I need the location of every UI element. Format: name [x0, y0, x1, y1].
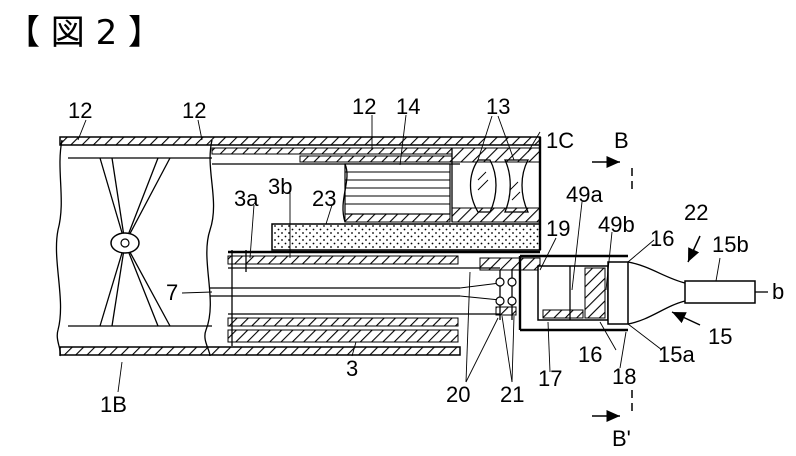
label-7: 7 [166, 280, 178, 305]
label-b: b [772, 279, 784, 304]
label-20: 20 [446, 382, 470, 407]
label-23: 23 [312, 186, 336, 211]
label-18: 18 [612, 364, 636, 389]
label-13: 13 [486, 94, 510, 119]
label-15a: 15a [658, 342, 695, 367]
cable-15 [628, 262, 768, 324]
label-49b: 49b [598, 212, 635, 237]
label-12-middle: 12 [182, 98, 206, 123]
label-15: 15 [708, 324, 732, 349]
label-16-top: 16 [650, 226, 674, 251]
label-B-prime: B' [612, 426, 631, 451]
label-16-bottom: 16 [578, 342, 602, 367]
cable-7 [210, 283, 500, 300]
dotted-layer-23 [272, 224, 540, 250]
label-12-right: 12 [352, 94, 376, 119]
label-1C: 1C [546, 128, 574, 153]
label-21: 21 [500, 382, 524, 407]
label-B: B [614, 128, 629, 153]
label-17: 17 [538, 366, 562, 391]
label-19: 19 [546, 216, 570, 241]
label-49a: 49a [566, 182, 603, 207]
label-22: 22 [684, 200, 708, 225]
label-14: 14 [396, 94, 420, 119]
solder-joints [496, 270, 516, 320]
label-1B: 1B [100, 392, 127, 417]
label-3a: 3a [234, 186, 259, 211]
upper-layers [212, 148, 540, 222]
figure-title: 【 図 2 】 [6, 13, 162, 53]
label-15b: 15b [712, 232, 749, 257]
bending-link [68, 158, 212, 326]
label-3: 3 [346, 356, 358, 381]
label-3b: 3b [268, 174, 292, 199]
label-12-left: 12 [68, 98, 92, 123]
